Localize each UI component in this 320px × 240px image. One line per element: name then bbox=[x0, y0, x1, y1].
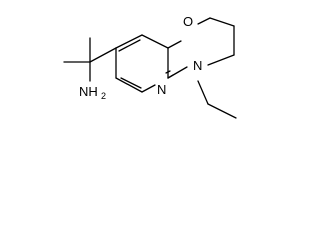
bond-c8a-c8 bbox=[115, 34, 143, 49]
atom-label-amine: NH bbox=[79, 84, 98, 99]
bond-c4-nring bbox=[207, 54, 235, 66]
bond-c7-cq bbox=[89, 47, 117, 63]
bond-c8a-o bbox=[167, 40, 182, 49]
bond-nring-c4a bbox=[167, 66, 188, 79]
atom-label-amine-subscript: 2 bbox=[101, 91, 106, 101]
bond-c2-c3 bbox=[209, 17, 235, 27]
atom-label-ring-nitrogen: N bbox=[193, 58, 202, 73]
atom-label-oxygen: O bbox=[183, 14, 193, 29]
bond-c8-c8a-inner bbox=[118, 39, 141, 52]
bond-c7-c6 bbox=[115, 77, 143, 93]
bond-ch2-ch3 bbox=[207, 103, 237, 119]
bond-o-c2 bbox=[197, 17, 211, 25]
bond-c8a-c4a-link bbox=[141, 34, 169, 49]
chemical-structure: O N N NH 2 bbox=[63, 14, 237, 119]
bond-c7-c6-inner bbox=[120, 77, 142, 89]
bond-nring-ch2 bbox=[197, 80, 209, 105]
bond-c6-npyr bbox=[141, 84, 156, 93]
atom-label-pyridine-nitrogen: N bbox=[157, 82, 166, 97]
